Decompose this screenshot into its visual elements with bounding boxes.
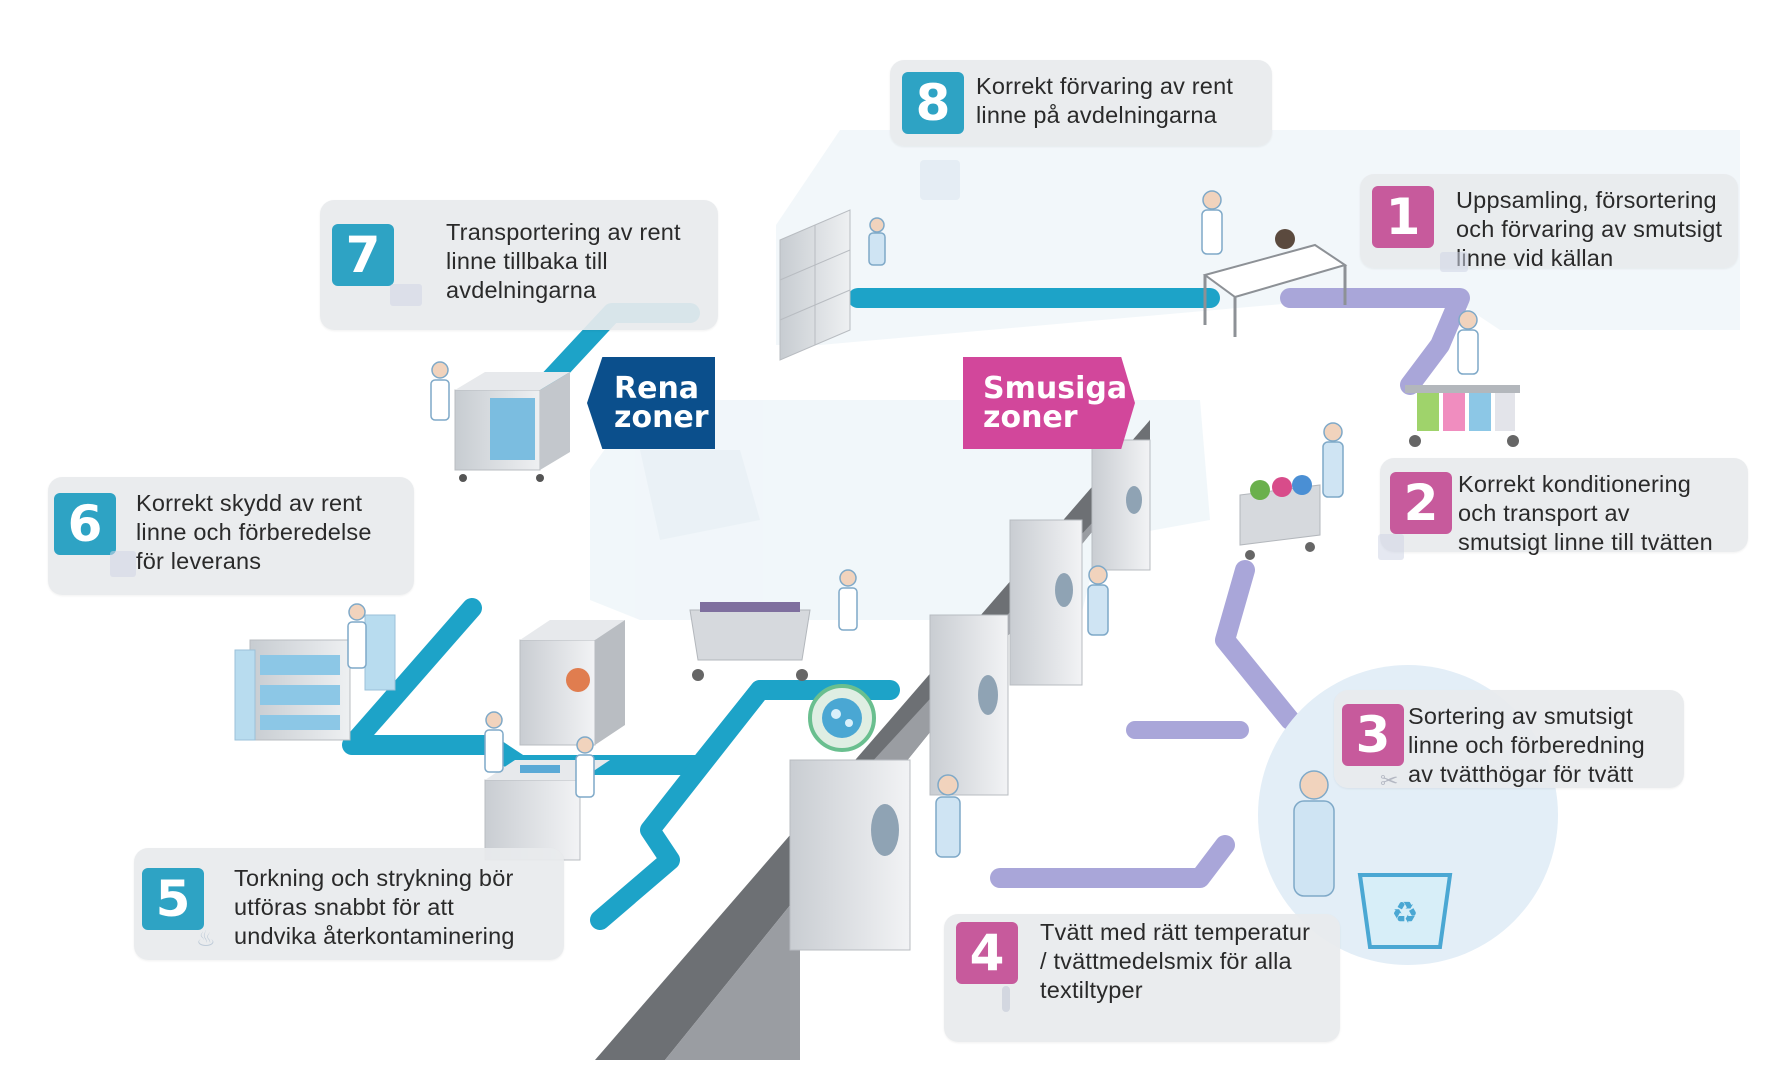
staff-figure (430, 361, 450, 421)
staff-figure (935, 774, 961, 858)
sorting-bins-trolley (1405, 385, 1520, 447)
scissors-icon: ✂ (1380, 768, 1399, 793)
dirty-zone-label: Smusiga zoner (963, 357, 1135, 449)
box-icon (1378, 534, 1404, 560)
dirty-path-segment-2 (1215, 560, 1300, 730)
step-8-callout: 8 Korrekt förvaring av rent linne på avd… (890, 60, 1272, 200)
staff-figure (1087, 565, 1109, 636)
svg-text:♻: ♻ (1392, 896, 1419, 931)
step-6-text: Korrekt skydd av rent linne och förbered… (136, 490, 372, 574)
dryer-machine (519, 620, 625, 746)
washing-machine (1091, 439, 1151, 571)
step-5-badge: 5 (142, 868, 204, 930)
thermometer-icon (1002, 986, 1010, 1012)
clean-storage-shelf (779, 209, 851, 361)
step-4-callout: 4 Tvätt med rätt temperatur / tvättmedel… (944, 914, 1340, 1042)
step-7-text: Transportering av rent linne tillbaka ti… (446, 219, 681, 303)
step-7-callout: 7 Transportering av rent linne tillbaka … (320, 200, 718, 330)
step-1-callout: 1 Uppsamling, försortering och förvaring… (1360, 174, 1738, 272)
shelf-icon (920, 160, 960, 200)
staff-figure (1293, 770, 1335, 897)
clean-linen-trolley (454, 372, 570, 482)
step-3-badge: 3 (1342, 704, 1404, 766)
step-8-badge: 8 (902, 72, 964, 134)
dirty-route-path (990, 288, 1470, 888)
package-icon (110, 551, 136, 577)
washing-machine (1009, 519, 1083, 686)
step-8-text: Korrekt förvaring av rent linne på avdel… (976, 73, 1234, 128)
step-3-text: Sortering av smutsigt linne och förbered… (1408, 703, 1645, 787)
step-7-badge: 7 (332, 224, 394, 286)
step-6-badge: 6 (54, 493, 116, 555)
step-2-text: Korrekt konditionering och transport av … (1458, 471, 1713, 555)
clean-zone-label: Rena zoner (587, 357, 715, 449)
recycling-bin: ♻ (1357, 873, 1453, 949)
ironing-table (484, 760, 610, 861)
staff-figure (1322, 422, 1344, 498)
cart-icon (390, 284, 422, 306)
step-5-text: Torkning och strykning bör utföras snabb… (234, 865, 515, 949)
dirty-linen-cart (1239, 475, 1321, 560)
hygiene-symbol (808, 684, 876, 752)
washing-machine (789, 759, 911, 951)
step-4-badge: 4 (956, 922, 1018, 984)
step-1-text: Uppsamling, försortering och förvaring a… (1456, 187, 1723, 271)
step-5-callout: 5 Torkning och strykning bör utföras sna… (134, 848, 564, 960)
clean-path-segment-5 (590, 680, 770, 930)
step-1-badge: 1 (1372, 186, 1434, 248)
step-2-badge: 2 (1390, 472, 1452, 534)
washing-machine (929, 614, 1009, 796)
dirty-path-segment-4 (990, 835, 1235, 888)
step-3-callout: 3 Sortering av smutsigt linne och förber… (1334, 690, 1684, 793)
staff-figure (347, 603, 367, 669)
staff-figures (347, 190, 1479, 897)
laundry-cart (689, 602, 811, 681)
washing-machine-row (789, 439, 1151, 951)
hamper-icon (1440, 252, 1468, 272)
clean-linen-cabinet (234, 614, 396, 741)
staff-figure (868, 217, 886, 266)
staff-figure (838, 569, 858, 631)
staff-figure (1201, 190, 1223, 255)
steam-icon: ♨ (196, 926, 216, 951)
staff-figure (484, 711, 504, 773)
staff-figure (575, 736, 595, 798)
step-2-callout: 2 Korrekt konditionering och transport a… (1378, 458, 1748, 560)
staff-figure (1457, 310, 1479, 375)
step-4-text: Tvätt med rätt temperatur / tvättmedelsm… (1040, 919, 1311, 1003)
step-6-callout: 6 Korrekt skydd av rent linne och förber… (48, 477, 414, 595)
dirty-path-segment-1 (1280, 288, 1470, 395)
hospital-bed (1202, 229, 1348, 337)
